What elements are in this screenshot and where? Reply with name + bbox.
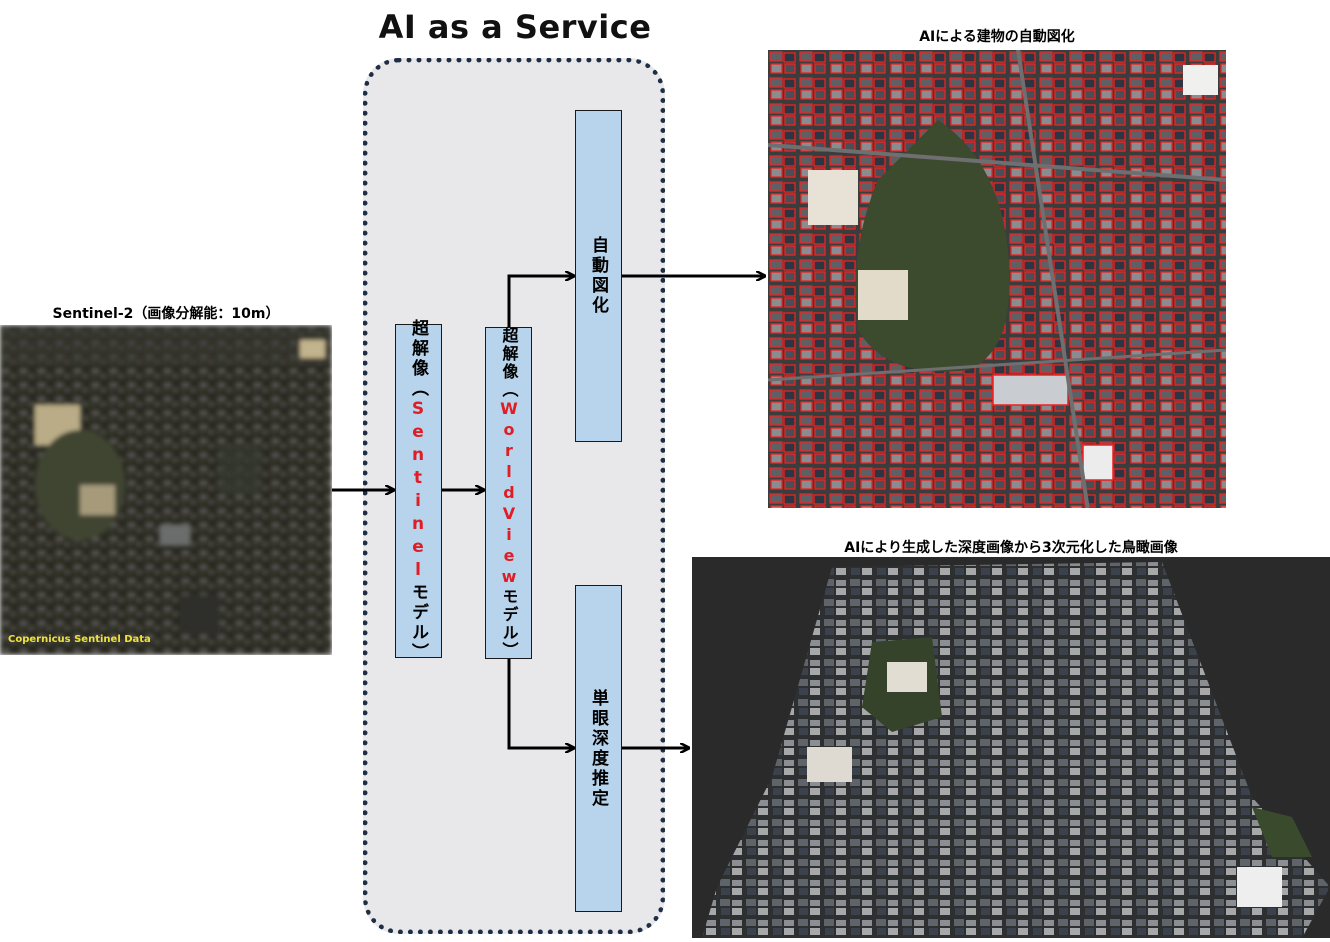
- sr-sentinel-box: 超解像（Sentinelモデル）: [395, 319, 442, 663]
- sr-sentinel-label: 超解像（Sentinelモデル）: [406, 319, 431, 663]
- sentinel-image: [0, 325, 332, 655]
- depth-estimation-box: 単眼深度推定: [575, 585, 622, 912]
- arrow-worldview-to-mapping: [507, 276, 573, 327]
- input-caption: Sentinel-2（画像分解能：10m）: [52, 306, 280, 322]
- sr-worldview-prefix: 超解像（: [499, 326, 519, 399]
- sr-worldview-box: 超解像（WorldViewモデル）: [485, 327, 532, 660]
- sr-worldview-label: 超解像（WorldViewモデル）: [497, 327, 521, 660]
- depth-estimation-label: 単眼深度推定: [588, 688, 608, 809]
- sr-sentinel-prefix: 超解像（: [408, 319, 428, 399]
- sr-worldview-suffix: モデル）: [499, 587, 519, 660]
- auto-mapping-box: 自動図化: [575, 110, 622, 442]
- arrow-worldview-to-depth: [507, 659, 573, 748]
- sr-sentinel-highlight: Sentinel: [408, 399, 428, 583]
- buildings-caption: AIによる建物の自動図化: [919, 29, 1075, 45]
- diagram-title: AI as a Service: [378, 8, 652, 46]
- copernicus-credit: Copernicus Sentinel Data: [8, 634, 151, 645]
- sr-worldview-highlight: WorldView: [499, 398, 519, 588]
- birdseye-caption: AIにより生成した深度画像から3次元化した鳥瞰画像: [844, 540, 1178, 556]
- sr-sentinel-suffix: モデル）: [408, 583, 428, 663]
- birdseye-image: [692, 557, 1330, 938]
- auto-mapping-label: 自動図化: [588, 236, 608, 316]
- building-mapping-image: [768, 50, 1226, 508]
